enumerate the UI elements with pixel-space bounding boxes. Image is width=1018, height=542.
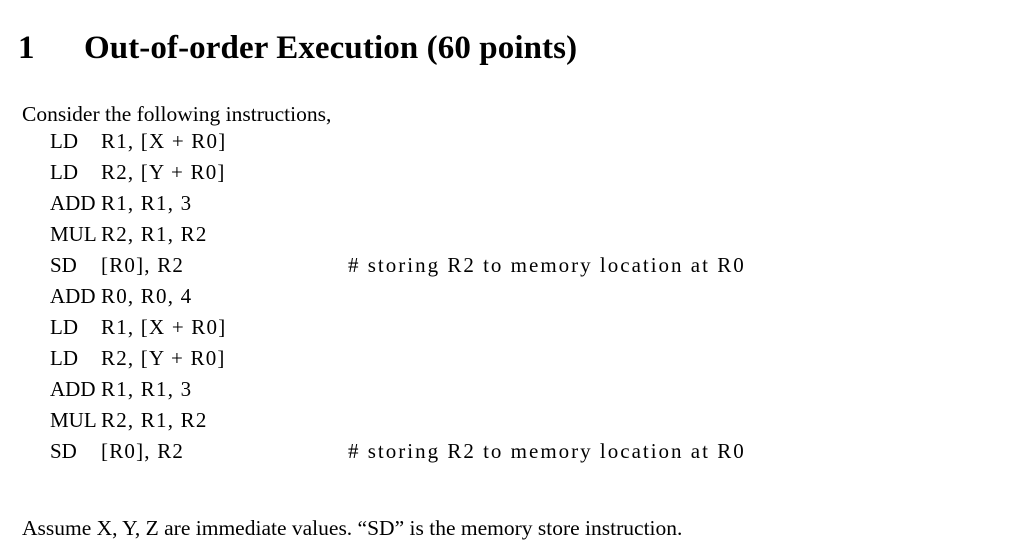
instruction-operands: [R0], R2 — [101, 253, 185, 277]
instruction-mnemonic: LD — [50, 129, 78, 153]
instruction-comment: # storing R2 to memory location at R0 — [348, 253, 746, 277]
instruction-operands: R1, R1, 3 — [101, 377, 193, 401]
code-line: LD R2, [Y + R0] — [50, 157, 226, 188]
instruction-mnemonic: ADD — [50, 191, 96, 215]
instruction-mnemonic: ADD — [50, 377, 96, 401]
instruction-operands: R2, [Y + R0] — [101, 346, 226, 370]
instruction-operands: R1, R1, 3 — [101, 191, 193, 215]
instruction-operands: R0, R0, 4 — [101, 284, 193, 308]
instruction-mnemonic: LD — [50, 160, 78, 184]
instruction-mnemonic: ADD — [50, 284, 96, 308]
instruction-mnemonic: MUL — [50, 408, 97, 432]
intro-paragraph: Consider the following instructions, — [22, 101, 332, 126]
code-line: LD R1, [X + R0] — [50, 126, 226, 157]
instruction-mnemonic: LD — [50, 346, 78, 370]
section-title: Out-of-order Execution (60 points) — [84, 30, 578, 67]
instruction-mnemonic: SD — [50, 439, 77, 463]
section-number: 1 — [18, 30, 35, 67]
instruction-operands: R2, R1, R2 — [101, 408, 208, 432]
code-line: SD [R0], R2 # storing R2 to memory locatio… — [50, 250, 744, 281]
code-line: LD R1, [X + R0] — [50, 312, 226, 343]
instruction-operands: R1, [X + R0] — [101, 129, 227, 153]
instruction-mnemonic: MUL — [50, 222, 97, 246]
closing-paragraph: Assume X, Y, Z are immediate values. “SD… — [22, 515, 683, 540]
page-title: 1 Out-of-order Execution (60 points) — [18, 28, 577, 68]
instruction-operands: R2, [Y + R0] — [101, 160, 226, 184]
instruction-operands: R2, R1, R2 — [101, 222, 208, 246]
code-line: SD [R0], R2 # storing R2 to memory locatio… — [50, 436, 744, 467]
instruction-mnemonic: SD — [50, 253, 77, 277]
code-line: LD R2, [Y + R0] — [50, 343, 226, 374]
instruction-operands: R1, [X + R0] — [101, 315, 227, 339]
instruction-operands: [R0], R2 — [101, 439, 185, 463]
instruction-mnemonic: LD — [50, 315, 78, 339]
instruction-comment: # storing R2 to memory location at R0 — [348, 439, 746, 463]
